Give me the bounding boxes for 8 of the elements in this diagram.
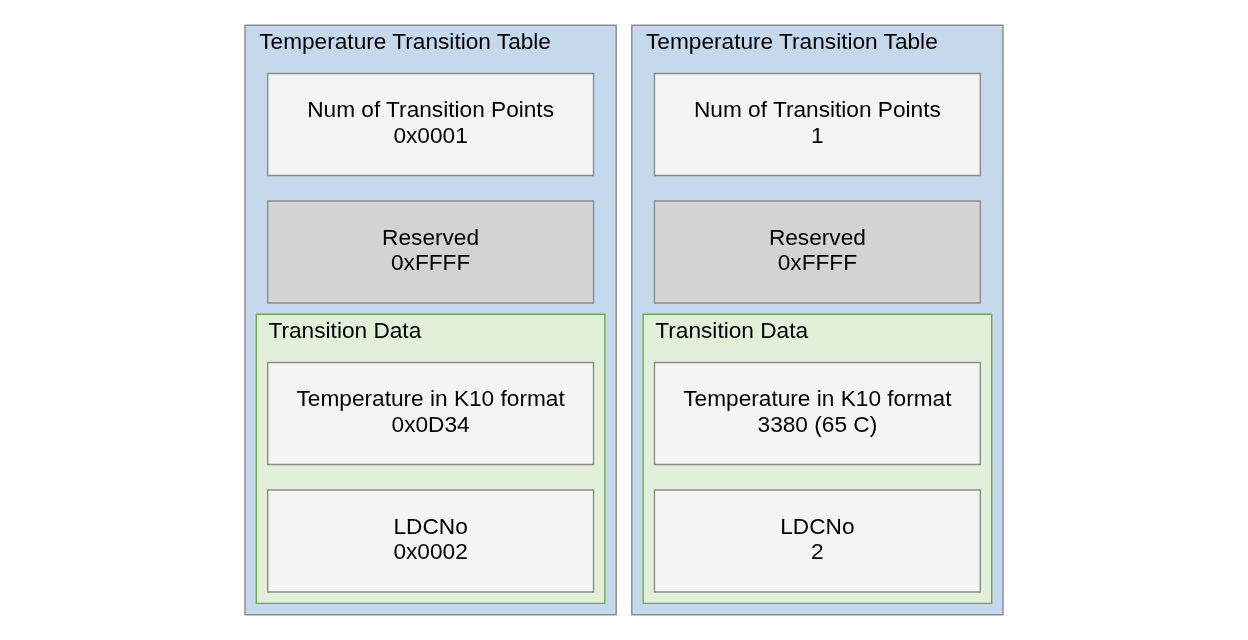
node-box: Temperature in K10 format 3380 (65 C) bbox=[653, 361, 982, 466]
node-box: LDCNo 2 bbox=[653, 489, 982, 593]
node-box: Reserved 0xFFFF bbox=[653, 200, 982, 304]
node-box: Num of Transition Points 1 bbox=[653, 72, 982, 177]
node-box: Num of Transition Points 0x0001 bbox=[266, 72, 595, 177]
node-box: Reserved 0xFFFF bbox=[266, 200, 595, 304]
node-box: Temperature in K10 format 0x0D34 bbox=[266, 361, 595, 466]
node-box: LDCNo 0x0002 bbox=[266, 489, 595, 593]
